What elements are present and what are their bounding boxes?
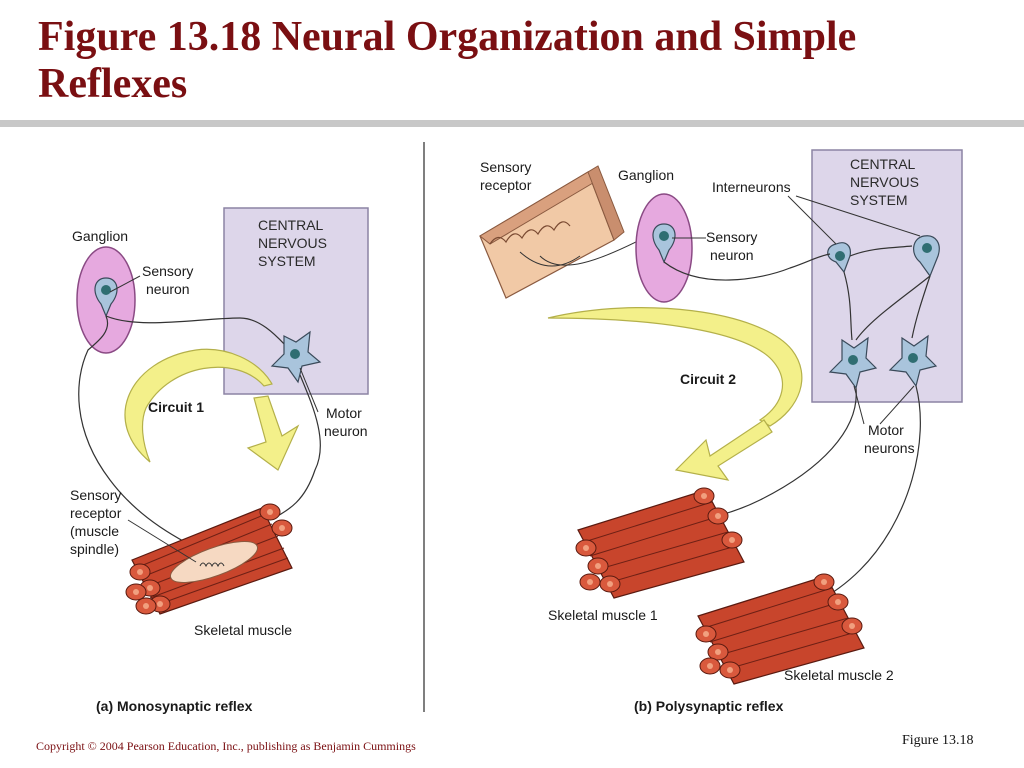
circuit-1-arrow <box>124 348 273 463</box>
motor-neuron-b1-nucleus <box>848 355 858 365</box>
motor-neuron-b2-nucleus <box>908 353 918 363</box>
sensory-neuron-nucleus-a <box>101 285 111 295</box>
skeletal-muscle-label-a: Skeletal muscle <box>194 622 292 638</box>
skeletal-muscle-2-label: Skeletal muscle 2 <box>784 667 894 683</box>
circuit-2-arrowhead <box>674 419 773 481</box>
skin-receptor-block <box>479 165 641 299</box>
interneuron-2-nucleus <box>922 243 932 253</box>
interneurons-label: Interneurons <box>712 179 791 195</box>
skeletal-muscle-a <box>125 503 293 615</box>
motor-neuron-nucleus-a <box>290 349 300 359</box>
circuit-1-arrowhead <box>246 395 300 471</box>
sensory-neuron-nucleus-b <box>659 231 669 241</box>
circuit-2-label: Circuit 2 <box>680 371 736 387</box>
title-divider <box>0 120 1024 127</box>
copyright-text: Copyright © 2004 Pearson Education, Inc.… <box>36 739 416 753</box>
interneuron-1-nucleus <box>835 251 845 261</box>
cns-box-b <box>811 149 963 403</box>
caption-b: (b) Polysynaptic reflex <box>634 698 784 714</box>
circuit-1-label: Circuit 1 <box>148 399 204 415</box>
slide-title: Figure 13.18 Neural Organization and Sim… <box>38 14 857 107</box>
circuit-2-arrow <box>547 307 803 427</box>
skeletal-muscle-1 <box>575 487 745 599</box>
skeletal-muscle-2 <box>695 573 865 685</box>
ganglion-label-a: Ganglion <box>72 228 128 244</box>
ganglion-label-b: Ganglion <box>618 167 674 183</box>
skeletal-muscle-1-label: Skeletal muscle 1 <box>548 607 658 623</box>
figure-reference: Figure 13.18 <box>902 733 974 748</box>
caption-a: (a) Monosynaptic reflex <box>96 698 253 714</box>
